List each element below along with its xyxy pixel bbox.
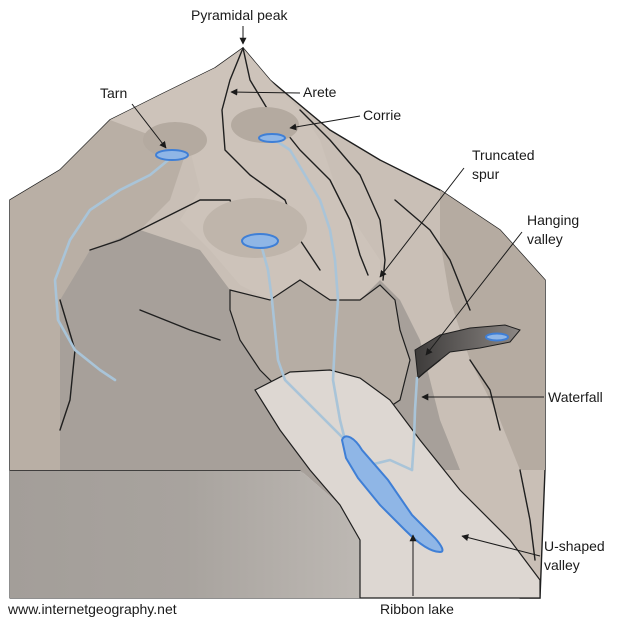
front-face-left	[10, 470, 360, 598]
label-truncated-spur-line2: spur	[472, 166, 500, 182]
label-arete: Arete	[303, 84, 337, 100]
label-pyramidal-peak: Pyramidal peak	[191, 7, 288, 23]
label-truncated-spur-line1: Truncated	[472, 147, 535, 163]
lower-corrie-lake	[242, 234, 278, 248]
label-waterfall: Waterfall	[548, 389, 603, 405]
label-u-shaped-valley-line1: U-shaped	[544, 538, 605, 554]
tarn-lake	[156, 150, 188, 160]
lower-corrie-hollow	[203, 198, 307, 258]
credit-text: www.internetgeography.net	[7, 601, 177, 617]
label-hanging-valley-line1: Hanging	[527, 212, 579, 228]
label-corrie: Corrie	[363, 107, 401, 123]
label-tarn: Tarn	[100, 85, 127, 101]
label-hanging-valley-line2: valley	[527, 231, 563, 247]
label-ribbon-lake: Ribbon lake	[380, 601, 454, 617]
label-u-shaped-valley-line2: valley	[544, 557, 580, 573]
corrie-lake	[259, 134, 285, 142]
hanging-valley-lake	[486, 334, 508, 341]
